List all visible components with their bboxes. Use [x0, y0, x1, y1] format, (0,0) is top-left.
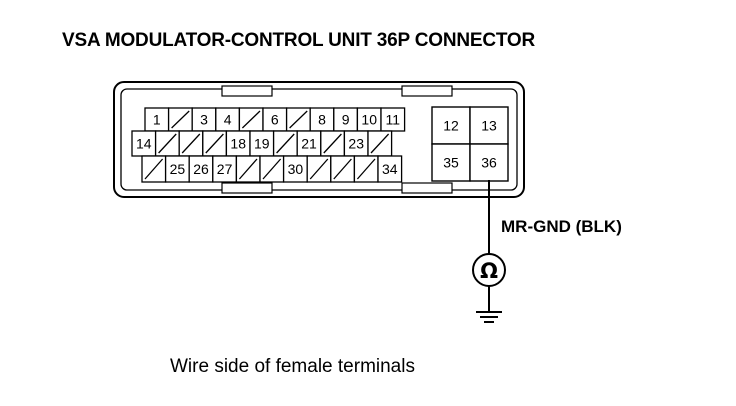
- lock-tab-bottom-right: [401, 182, 453, 194]
- lock-tab-top-right: [401, 85, 453, 97]
- pin-label: 25: [170, 161, 186, 177]
- pin-label: 21: [301, 136, 317, 152]
- pin-label: 30: [288, 161, 304, 177]
- large-pin-cell: [431, 143, 471, 182]
- unused-pin-slash: [262, 158, 282, 180]
- wire-label: MR-GND (BLK): [501, 217, 622, 236]
- pin-label: 6: [271, 112, 279, 128]
- pin-label: 34: [382, 161, 398, 177]
- large-pin-grid: 12 13 35 36: [431, 106, 509, 182]
- lock-tab-top-left: [221, 85, 273, 97]
- pin-label: 14: [136, 136, 152, 152]
- large-pin-label: 13: [481, 118, 497, 134]
- unused-pin-slash: [289, 110, 308, 129]
- pin-label: 4: [224, 112, 232, 128]
- pin-cell: [377, 155, 403, 183]
- unused-pin-slash: [171, 110, 190, 129]
- large-pin-cell: [469, 143, 509, 182]
- pin-label: 9: [342, 112, 350, 128]
- pin-label: 11: [386, 112, 401, 128]
- pin-label: 10: [361, 112, 377, 128]
- unused-pin-slash: [238, 158, 258, 180]
- diagram-title: VSA MODULATOR-CONTROL UNIT 36P CONNECTOR: [62, 30, 536, 51]
- unused-pin-slash: [323, 133, 342, 154]
- unused-pin-slash: [241, 110, 261, 129]
- large-pin-label: 36: [481, 155, 497, 171]
- unused-pin-slash: [370, 133, 390, 154]
- pin-label: 1: [153, 112, 161, 128]
- unused-pin-slash: [181, 133, 201, 154]
- ground-symbol-icon: [476, 311, 502, 323]
- pin-label: 26: [193, 161, 209, 177]
- unused-pin-slash: [276, 133, 295, 154]
- pin-label: 3: [200, 112, 208, 128]
- unused-pin-slash: [309, 158, 329, 180]
- unused-pin-slash: [144, 158, 164, 180]
- connector-inner-shell: [120, 88, 518, 191]
- unused-pin-slash: [333, 158, 352, 180]
- unused-pin-slash: [356, 158, 376, 180]
- large-pin-label: 35: [443, 155, 459, 171]
- ohm-symbol: Ω: [480, 259, 498, 283]
- diagram-caption: Wire side of female terminals: [170, 356, 415, 377]
- unused-pin-slash: [158, 133, 177, 154]
- pin-label: 8: [318, 112, 326, 128]
- pin-label: 18: [230, 136, 246, 152]
- pin-cell: [380, 107, 406, 132]
- pin-label: 19: [254, 136, 270, 152]
- lock-tab-bottom-left: [221, 182, 273, 194]
- connector-shell: [113, 81, 525, 198]
- unused-pin-slash: [205, 133, 224, 154]
- pin-label: 27: [217, 161, 233, 177]
- pin-label: 23: [348, 136, 364, 152]
- large-pin-label: 12: [443, 118, 459, 134]
